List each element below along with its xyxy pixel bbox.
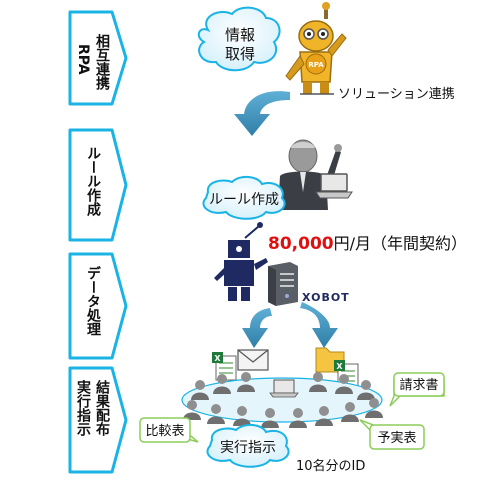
price-text: 80,000円/月（年間契約） bbox=[268, 234, 467, 254]
step-2-label: ルール作成 bbox=[85, 146, 101, 217]
callout-comparison-label: 比較表 bbox=[145, 424, 184, 439]
callout-budget: 予実表 bbox=[359, 419, 425, 450]
exec-bubble-label: 実行指示 bbox=[220, 440, 276, 456]
user-icon bbox=[309, 372, 327, 392]
user-icon bbox=[261, 408, 279, 428]
exec-bubble: 実行指示 bbox=[206, 424, 290, 468]
svg-text:X: X bbox=[214, 354, 221, 363]
user-icon bbox=[213, 374, 231, 394]
user-icon bbox=[341, 402, 359, 422]
xobot-logo: XOBOT bbox=[302, 291, 350, 304]
rule-bubble: ルール作成 bbox=[202, 176, 286, 220]
network-cloud bbox=[181, 377, 383, 423]
user-icon bbox=[365, 398, 383, 418]
user-icon bbox=[357, 380, 375, 400]
info-bubble: 情報 取得 bbox=[197, 6, 281, 72]
curved-arrow-down-icon bbox=[234, 91, 290, 136]
arrow-right-down-icon bbox=[300, 302, 338, 348]
robot-badge-label: RPA bbox=[308, 61, 324, 69]
user-icon bbox=[289, 408, 307, 428]
server-icon bbox=[268, 262, 298, 306]
price-amount: 80,000 bbox=[268, 234, 334, 254]
arrow-left-down-icon bbox=[242, 308, 272, 348]
step-1-label: 相互連携 bbox=[94, 33, 110, 91]
user-icon bbox=[207, 404, 225, 424]
user-group bbox=[183, 372, 383, 428]
user-icon bbox=[335, 374, 353, 394]
user-icon bbox=[237, 372, 255, 392]
step-3-label: データ処理 bbox=[85, 265, 102, 336]
id-count-label: 10名分のID bbox=[296, 458, 365, 474]
svg-text:X: X bbox=[336, 362, 343, 371]
callout-comparison: 比較表 bbox=[139, 417, 199, 443]
solution-link-label: ソリューション連携 bbox=[338, 86, 455, 102]
step-4-chevron: 結果配布 実行指示 bbox=[68, 366, 128, 474]
data-robot-icon bbox=[214, 222, 268, 301]
rpa-robot-icon: RPA bbox=[285, 2, 347, 94]
step-3-chevron: データ処理 bbox=[68, 252, 128, 360]
step-2-chevron: ルール作成 bbox=[68, 128, 128, 242]
step-4-label-2: 実行指示 bbox=[75, 379, 92, 437]
callout-invoice: 請求書 bbox=[389, 372, 445, 407]
step-1-label-2: RPA bbox=[75, 44, 91, 75]
rule-bubble-label: ルール作成 bbox=[209, 192, 279, 208]
mail-envelope-icon bbox=[237, 349, 269, 371]
callout-invoice-label: 請求書 bbox=[399, 378, 438, 393]
price-unit: 円/月（年間契約） bbox=[334, 234, 467, 253]
excel-file-icon: X bbox=[212, 352, 237, 381]
step-4-label: 結果配布 bbox=[94, 379, 111, 437]
laptop-icon bbox=[315, 173, 353, 199]
callout-budget-label: 予実表 bbox=[377, 430, 416, 446]
step-1-chevron: 相互連携 RPA bbox=[68, 10, 128, 106]
info-bubble-line2: 取得 bbox=[225, 45, 255, 63]
user-icon bbox=[315, 406, 333, 426]
info-bubble-line1: 情報 bbox=[225, 26, 255, 44]
user-icon bbox=[191, 380, 209, 400]
network-laptop-icon bbox=[269, 379, 299, 398]
